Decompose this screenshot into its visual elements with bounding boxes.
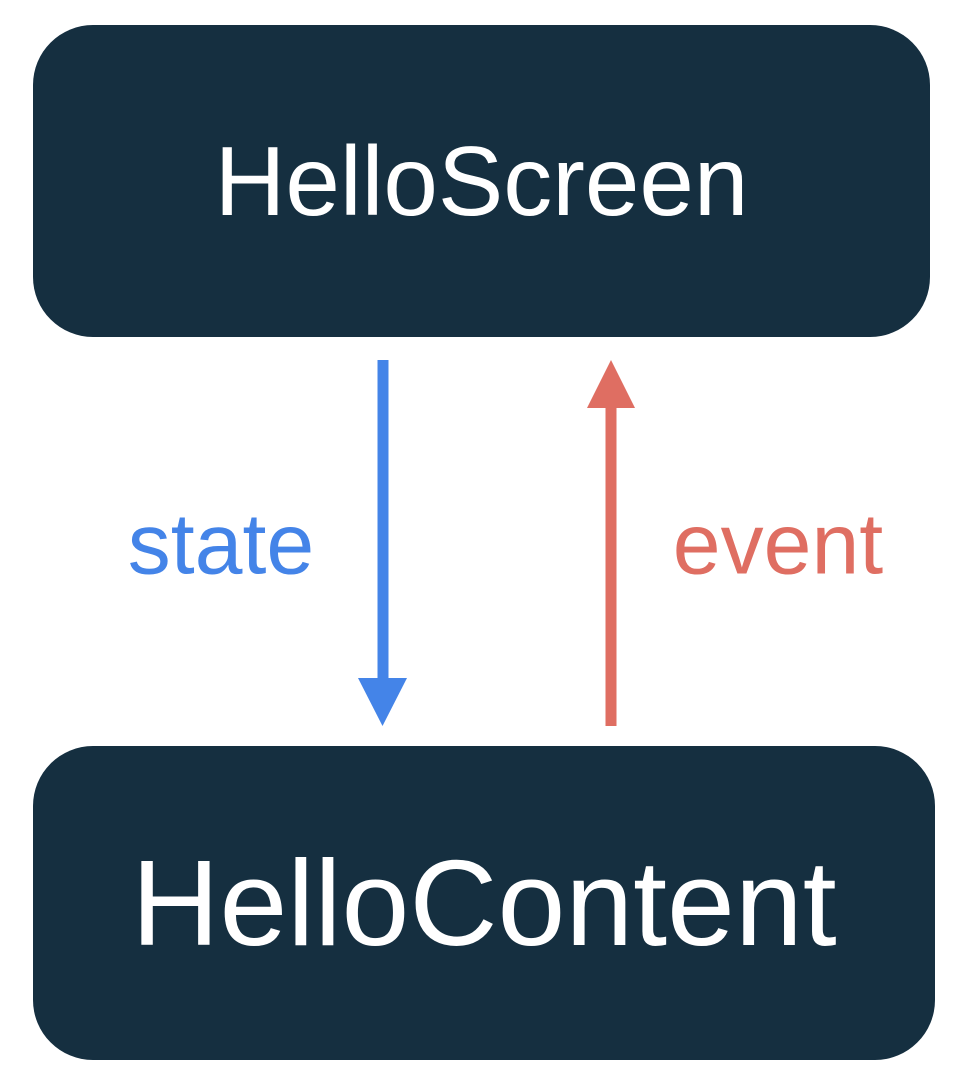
node-hellocontent-label: HelloContent bbox=[131, 835, 837, 971]
event-arrowhead-icon bbox=[587, 360, 635, 408]
state-label: state bbox=[127, 496, 315, 593]
node-hellocontent: HelloContent bbox=[33, 746, 935, 1060]
event-arrow-up bbox=[587, 360, 635, 726]
node-helloscreen: HelloScreen bbox=[33, 25, 930, 337]
event-label: event bbox=[672, 496, 884, 593]
state-arrow-down bbox=[358, 360, 407, 726]
node-helloscreen-label: HelloScreen bbox=[214, 125, 749, 236]
state-arrowhead-icon bbox=[358, 678, 407, 726]
